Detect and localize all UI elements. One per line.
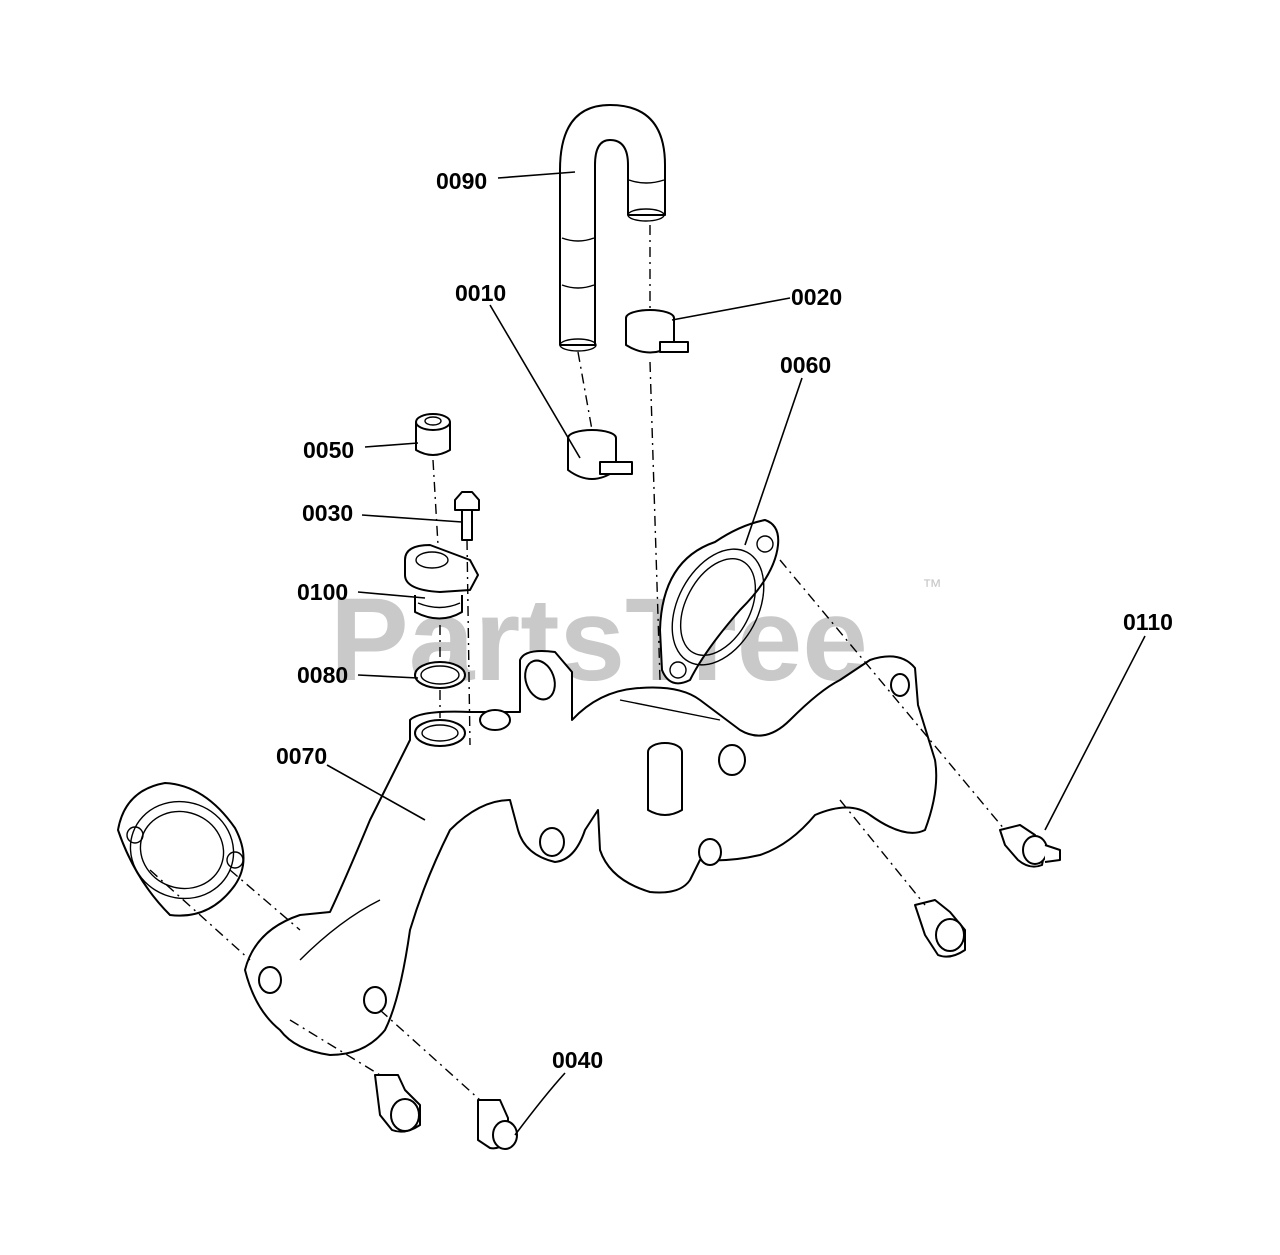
callout-0080[interactable]: 0080	[297, 662, 348, 688]
callout-0040[interactable]: 0040	[552, 1047, 603, 1073]
bolt-0110[interactable]	[999, 824, 1061, 868]
hose-0090[interactable]	[559, 104, 666, 352]
callout-0060[interactable]: 0060	[780, 352, 831, 378]
bolt-0040[interactable]	[477, 1099, 518, 1150]
callout-0010[interactable]: 0010	[455, 280, 506, 306]
callout-0090[interactable]: 0090	[436, 168, 487, 194]
gasket-left	[117, 782, 245, 917]
callout-0070[interactable]: 0070	[276, 743, 327, 769]
callout-0020[interactable]: 0020	[791, 284, 842, 310]
callout-0030[interactable]: 0030	[302, 500, 353, 526]
bolt-0030[interactable]	[454, 491, 480, 541]
o-ring-0080[interactable]	[414, 661, 466, 689]
bolt-right-lower	[914, 899, 966, 958]
callout-0050[interactable]: 0050	[303, 437, 354, 463]
callout-0110[interactable]: 0110	[1123, 609, 1173, 635]
watermark-trademark: ™	[922, 576, 942, 598]
cap-0050[interactable]	[415, 413, 451, 456]
callout-0100[interactable]: 0100	[297, 579, 348, 605]
centerlines	[149, 225, 1006, 1101]
watermark-text: PartsTree	[330, 574, 868, 706]
leader-lines	[326, 171, 1146, 1136]
thermostat-cover-0100[interactable]	[404, 544, 479, 620]
water-manifold-0070[interactable]	[244, 650, 938, 1056]
clamp-0020[interactable]	[625, 309, 689, 354]
gasket-0060[interactable]	[654, 519, 783, 685]
bolt-lower-left	[374, 1074, 421, 1133]
